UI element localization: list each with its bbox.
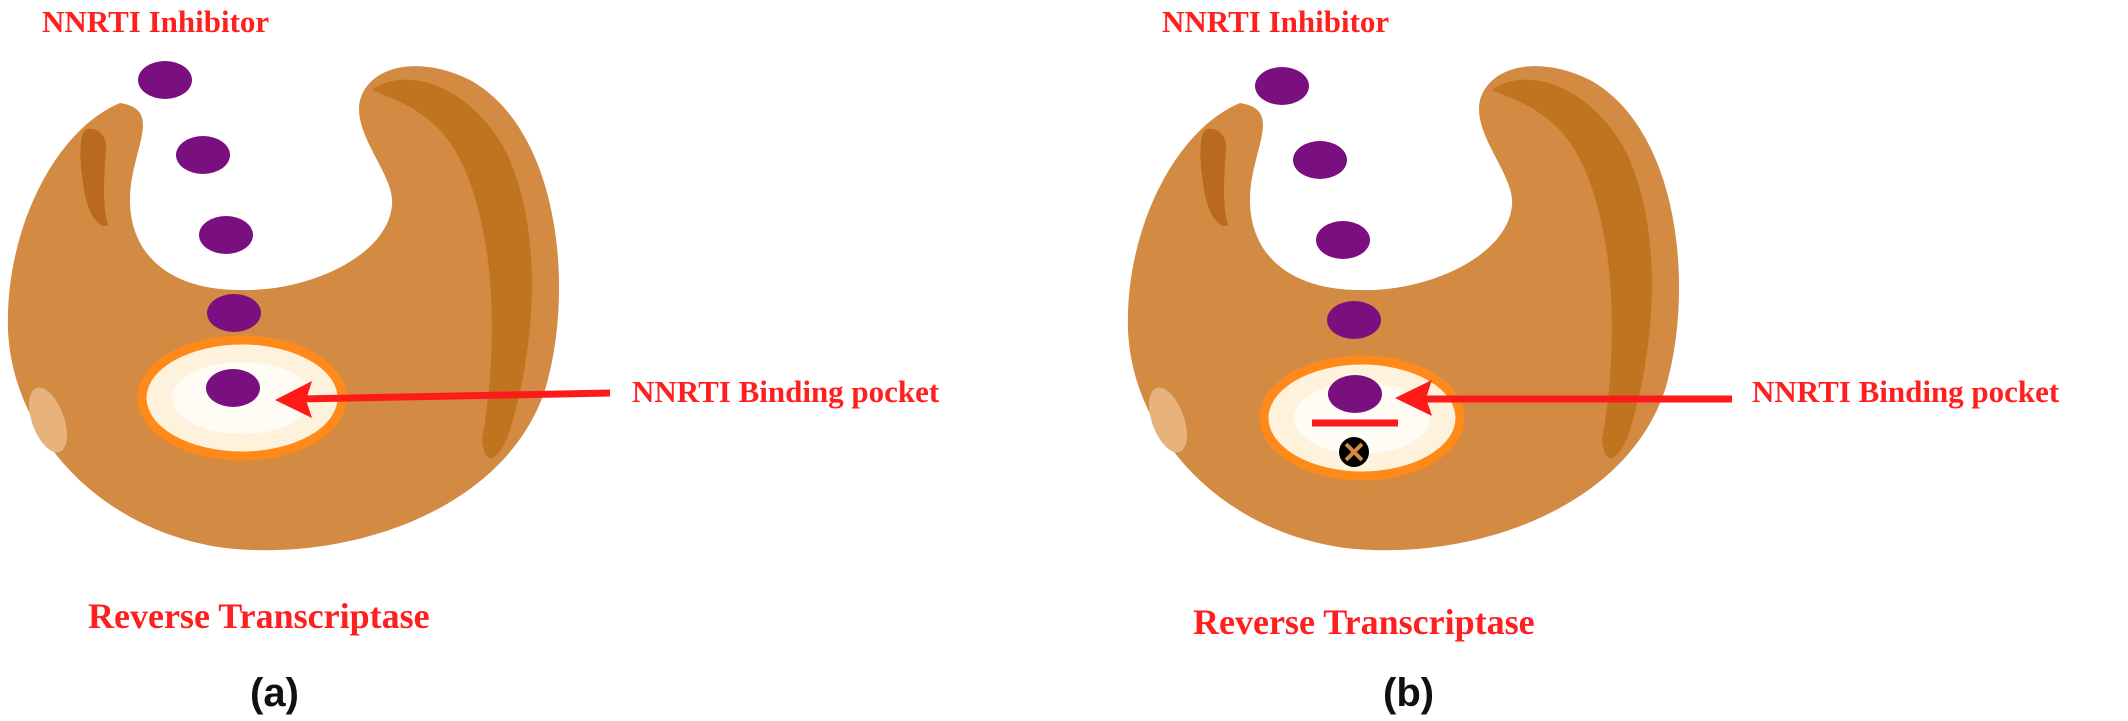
pocket-arrowhead-b [1395,380,1432,416]
inhibitor-label-a: NNRTI Inhibitor [42,4,269,39]
binding-pocket-label-b: NNRTI Binding pocket [1752,374,2060,409]
panel-label-a: (a) [250,671,299,715]
pocket-arrowhead-a [275,381,312,418]
inhibitor-molecule-a-5 [206,369,260,407]
enzyme-highlight-a [28,387,68,453]
inhibitor-label-b: NNRTI Inhibitor [1162,4,1389,39]
binding-pocket-glow-b [1294,382,1430,454]
enzyme-left-lobe-stripe-b [1200,128,1228,226]
panel-b: NNRTI Inhibitor NNRTI Binding pocket Rev… [1127,4,2060,715]
binding-pocket-label-a: NNRTI Binding pocket [632,374,940,409]
block-x-icon [1344,442,1364,462]
panel-label-b: (b) [1383,671,1434,715]
enzyme-right-lobe-shade-b [1492,79,1652,459]
reverse-transcriptase-body-a [7,66,560,551]
enzyme-left-lobe-stripe-a [80,128,108,226]
inhibitor-molecule-b-5 [1328,375,1382,413]
enzyme-right-lobe-shade-a [372,79,532,459]
enzyme-label-b: Reverse Transcriptase [1193,602,1535,642]
panel-a: NNRTI Inhibitor NNRTI Binding pocket Rev… [7,4,940,715]
enzyme-label-a: Reverse Transcriptase [88,596,430,636]
inhibitor-molecule-a-4 [207,294,261,332]
enzyme-highlight-b [1148,387,1188,453]
inhibitor-molecule-b-1 [1255,67,1309,105]
inhibitor-molecule-a-3 [199,216,253,254]
inhibitor-molecule-b-3 [1316,221,1370,259]
pocket-arrow-shaft-a [299,389,611,403]
inhibitor-molecule-a-2 [176,136,230,174]
inhibitor-molecule-a-1 [138,61,192,99]
inhibitor-molecule-b-4 [1327,301,1381,339]
inhibitor-molecule-b-2 [1293,141,1347,179]
